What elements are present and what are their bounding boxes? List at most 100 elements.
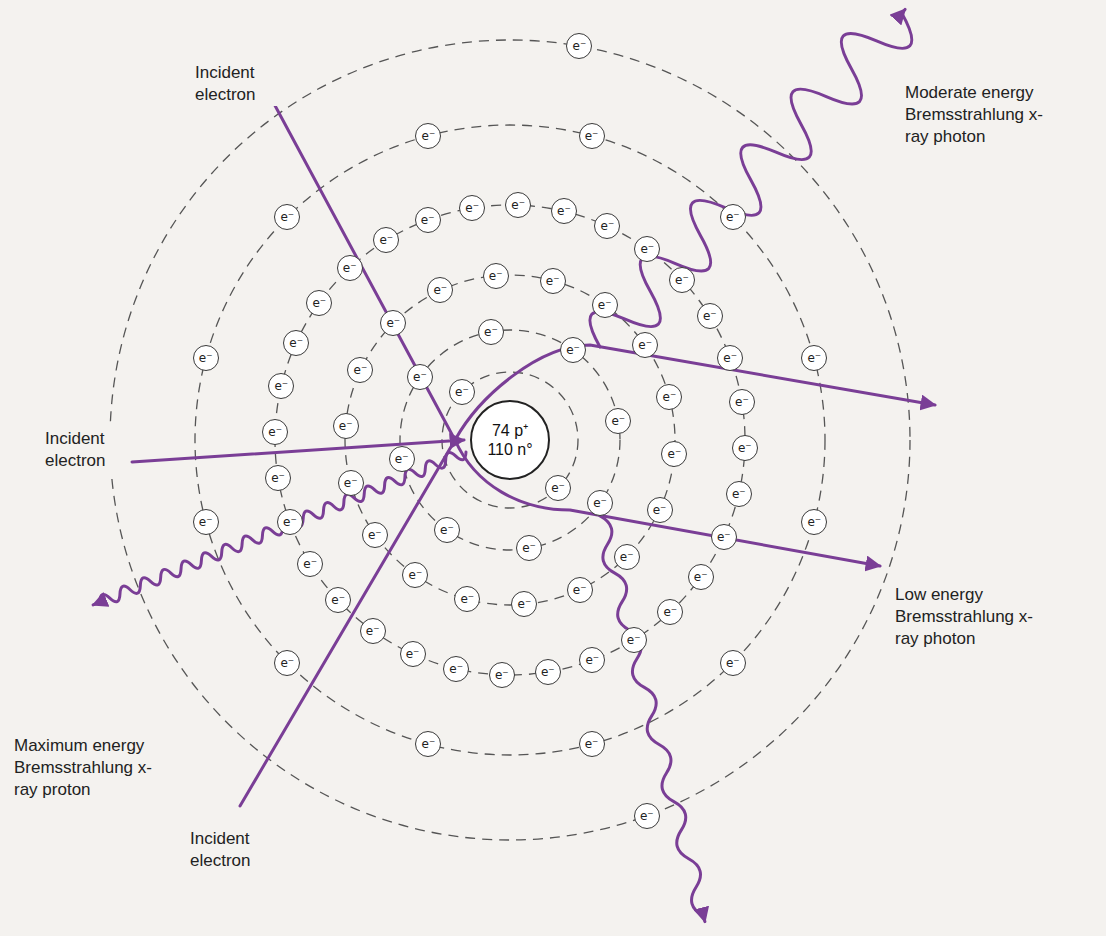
electron: e⁻ — [434, 517, 460, 543]
electron: e⁻ — [360, 618, 386, 644]
electron: e⁻ — [505, 192, 531, 218]
electron: e⁻ — [656, 384, 682, 410]
electron: e⁻ — [579, 731, 605, 757]
electron-symbol: e⁻ — [460, 593, 474, 605]
electron: e⁻ — [380, 310, 406, 336]
electron-symbol: e⁻ — [585, 130, 599, 142]
electron: e⁻ — [265, 465, 291, 491]
electron: e⁻ — [697, 303, 723, 329]
electron-symbol: e⁻ — [368, 529, 382, 541]
electron: e⁻ — [362, 522, 388, 548]
electron-symbol: e⁻ — [518, 598, 532, 610]
electron: e⁻ — [347, 357, 373, 383]
electron-symbol: e⁻ — [573, 40, 587, 52]
electron: e⁻ — [389, 446, 415, 472]
electron-symbol: e⁻ — [726, 657, 740, 669]
electron-symbol: e⁻ — [726, 211, 740, 223]
electron-shell — [195, 125, 825, 755]
electron-symbol: e⁻ — [422, 738, 436, 750]
electron-symbol: e⁻ — [723, 352, 737, 364]
electron-symbol: e⁻ — [331, 594, 345, 606]
electron: e⁻ — [262, 419, 288, 445]
electron: e⁻ — [594, 213, 620, 239]
electron-symbol: e⁻ — [638, 339, 652, 351]
electron: e⁻ — [567, 577, 593, 603]
electron-symbol: e⁻ — [717, 531, 731, 543]
electron-symbol: e⁻ — [495, 669, 509, 681]
electron: e⁻ — [801, 345, 827, 371]
electron: e⁻ — [400, 641, 426, 667]
electron-symbol: e⁻ — [274, 380, 288, 392]
electron: e⁻ — [647, 497, 673, 523]
electron: e⁻ — [268, 373, 294, 399]
electron: e⁻ — [634, 236, 660, 262]
nucleus-label: 110 n° — [487, 440, 532, 459]
electron: e⁻ — [338, 470, 364, 496]
x-ray-photon-wave — [592, 514, 712, 924]
electron-symbol: e⁻ — [409, 569, 423, 581]
electron-symbol: e⁻ — [738, 442, 752, 454]
electron-symbol: e⁻ — [312, 297, 326, 309]
electron-symbol: e⁻ — [675, 274, 689, 286]
electron: e⁻ — [634, 803, 660, 829]
electron: e⁻ — [688, 564, 714, 590]
electron: e⁻ — [415, 731, 441, 757]
electron-shell — [345, 275, 675, 605]
electron-symbol: e⁻ — [668, 448, 682, 460]
electron: e⁻ — [283, 330, 309, 356]
electron-symbol: e⁻ — [455, 386, 469, 398]
annotation-label: Incident electron — [195, 62, 280, 106]
electron: e⁻ — [459, 195, 485, 221]
electron: e⁻ — [801, 509, 827, 535]
electron-symbol: e⁻ — [573, 584, 587, 596]
annotation-label: Incident electron — [190, 828, 270, 872]
electron-symbol: e⁻ — [421, 214, 435, 226]
electron: e⁻ — [592, 292, 618, 318]
electron: e⁻ — [297, 551, 323, 577]
electron: e⁻ — [478, 319, 504, 345]
electron-symbol: e⁻ — [379, 234, 393, 246]
electron-path — [240, 345, 935, 806]
electron-symbol: e⁻ — [611, 415, 625, 427]
electron-symbol: e⁻ — [199, 516, 213, 528]
annotation-label: Maximum energy Bremsstrahlung x-ray prot… — [14, 735, 174, 801]
electron: e⁻ — [540, 268, 566, 294]
electron-symbol: e⁻ — [551, 482, 565, 494]
electron-symbol: e⁻ — [422, 130, 436, 142]
electron-symbol: e⁻ — [640, 243, 654, 255]
electron: e⁻ — [306, 290, 332, 316]
electron: e⁻ — [274, 650, 300, 676]
electron: e⁻ — [579, 123, 605, 149]
electron-symbol: e⁻ — [735, 396, 749, 408]
electron-symbol: e⁻ — [601, 220, 615, 232]
electron: e⁻ — [325, 587, 351, 613]
electron: e⁻ — [614, 544, 640, 570]
electron-symbol: e⁻ — [557, 205, 571, 217]
annotation-label: Low energy Bremsstrahlung x-ray photon — [895, 584, 1055, 650]
electron: e⁻ — [193, 509, 219, 535]
electron: e⁻ — [551, 198, 577, 224]
electron-symbol: e⁻ — [366, 625, 380, 637]
electron-symbol: e⁻ — [449, 663, 463, 675]
electron-symbol: e⁻ — [620, 551, 634, 563]
electron-symbol: e⁻ — [280, 657, 294, 669]
electron: e⁻ — [277, 509, 303, 535]
electron-symbol: e⁻ — [663, 606, 677, 618]
electron-symbol: e⁻ — [465, 202, 479, 214]
nucleus: 74 p⁺110 n° — [470, 400, 550, 480]
electron-symbol: e⁻ — [566, 344, 580, 356]
electron: e⁻ — [717, 345, 743, 371]
electron-symbol: e⁻ — [546, 275, 560, 287]
electron: e⁻ — [415, 207, 441, 233]
electron: e⁻ — [274, 204, 300, 230]
electron-symbol: e⁻ — [433, 284, 447, 296]
electron-symbol: e⁻ — [511, 199, 525, 211]
electron: e⁻ — [587, 490, 613, 516]
electron: e⁻ — [711, 524, 737, 550]
electron: e⁻ — [402, 562, 428, 588]
electron-symbol: e⁻ — [541, 666, 555, 678]
electron-symbol: e⁻ — [522, 542, 536, 554]
electron-symbol: e⁻ — [663, 391, 677, 403]
electron-symbol: e⁻ — [593, 497, 607, 509]
electron: e⁻ — [729, 389, 755, 415]
